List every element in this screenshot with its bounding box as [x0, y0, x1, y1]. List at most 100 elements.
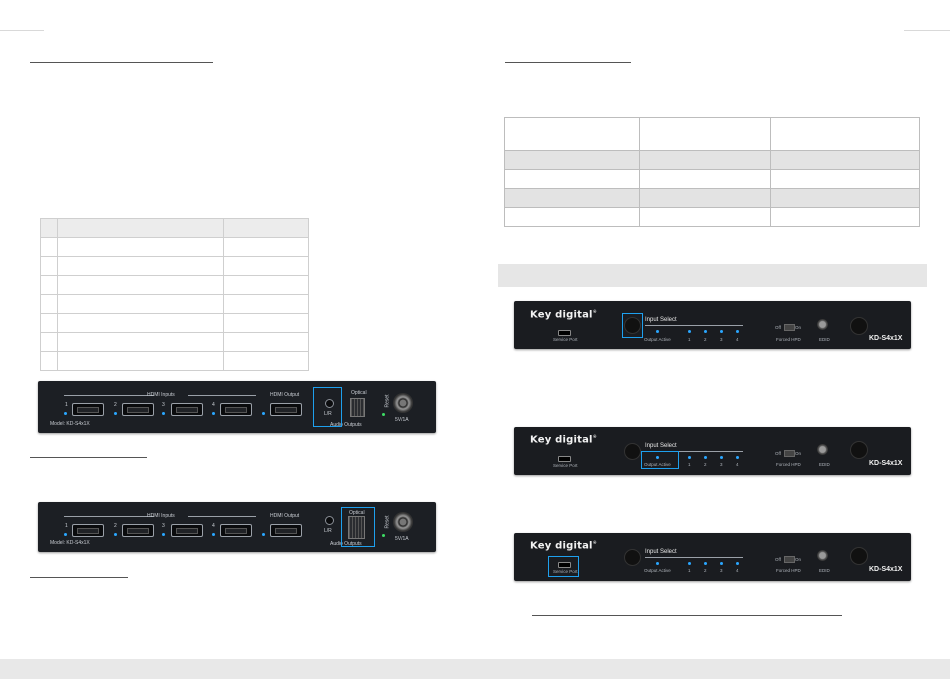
input-select-label: Input Select: [645, 317, 677, 323]
front-panel-input-select: Key digital® Service Port Input Select O…: [514, 301, 911, 349]
hdmi-inputs-label: HDMI Inputs: [147, 513, 175, 519]
lr-highlight-box: [313, 387, 342, 427]
input-number: 4: [212, 523, 215, 529]
model-label: KD-S4x1X: [869, 335, 903, 342]
hdmi-output-label: HDMI Output: [270, 392, 300, 398]
output-active-led: [656, 456, 659, 459]
input-led: [212, 533, 215, 536]
input-number: 2: [704, 337, 707, 342]
input-number: 4: [736, 337, 739, 342]
status-led: [382, 413, 385, 416]
input-select-label: Input Select: [645, 443, 677, 449]
input-led: [114, 412, 117, 415]
reset-label: Reset: [384, 515, 391, 529]
input-select-rule: [645, 557, 743, 558]
input-led: [704, 562, 707, 565]
input-led: [688, 330, 691, 333]
service-port: [558, 456, 571, 462]
table-row: [40, 332, 309, 352]
input-number: 3: [162, 402, 165, 408]
table-row: [504, 169, 920, 189]
top-rule-right: [904, 30, 950, 31]
model-label: Model: KD-S4x1X: [50, 540, 90, 546]
input-led: [704, 456, 707, 459]
input-select-button: [624, 443, 641, 460]
input-number: 1: [688, 462, 691, 467]
input-select-button: [624, 317, 641, 334]
input-number: 4: [736, 568, 739, 573]
hdmi-port: [72, 403, 104, 416]
input-number: 1: [688, 337, 691, 342]
input-led: [720, 456, 723, 459]
output-active-led: [656, 562, 659, 565]
input-number: 1: [65, 402, 68, 408]
table-row: [504, 117, 920, 151]
input-led: [212, 412, 215, 415]
service-port-highlight-box: [548, 556, 579, 577]
hdmi-output-port: [270, 403, 302, 416]
caption-underline: [532, 615, 842, 616]
power-label: 5V/1A: [395, 417, 409, 423]
optical-label: Optical: [351, 390, 367, 396]
rear-panel-lr: HDMI Inputs HDMI Output 1 2 3 4 L/R Opti…: [38, 381, 436, 433]
power-jack: [393, 512, 413, 532]
forced-hpd-switch: [784, 324, 795, 331]
optical-label: Optical: [349, 510, 365, 516]
reset-label: Reset: [384, 394, 391, 408]
audio-outputs-label: Audio Outputs: [330, 422, 362, 428]
output-active-led: [656, 330, 659, 333]
ir-window: [850, 317, 868, 335]
input-led: [736, 330, 739, 333]
section-heading-underline: [30, 457, 147, 458]
hdmi-inputs-label: HDMI Inputs: [147, 392, 175, 398]
ir-window: [850, 547, 868, 565]
output-active-label: Output Active: [644, 568, 671, 573]
input-led: [64, 412, 67, 415]
edid-knob: [817, 319, 828, 330]
off-label: Off: [775, 451, 781, 456]
model-label: KD-S4x1X: [869, 460, 903, 467]
hdmi-port: [171, 403, 203, 416]
table-row: [504, 150, 920, 170]
on-label: On: [795, 451, 802, 456]
on-label: On: [795, 325, 802, 330]
model-label: Model: KD-S4x1X: [50, 421, 90, 427]
hdmi-port: [171, 524, 203, 537]
forced-hpd-switch: [784, 450, 795, 457]
ir-window: [850, 441, 868, 459]
pin-table: [40, 218, 309, 371]
spec-table: [504, 117, 920, 227]
brand-logo: Key digital®: [530, 434, 597, 446]
input-led: [162, 412, 165, 415]
hdmi-inputs-rule: [64, 516, 154, 517]
input-number: 1: [688, 568, 691, 573]
front-panel-output-active: Key digital® Service Port Input Select O…: [514, 427, 911, 475]
section-heading-underline: [30, 62, 213, 63]
service-port: [558, 330, 571, 336]
off-label: Off: [775, 557, 781, 562]
brand-logo: Key digital®: [530, 309, 597, 321]
output-led: [262, 412, 265, 415]
input-led: [688, 562, 691, 565]
input-number: 2: [114, 523, 117, 529]
service-port-label: Service Port: [553, 463, 578, 468]
table-row: [40, 275, 309, 295]
off-label: Off: [775, 325, 781, 330]
table-row: [40, 294, 309, 314]
front-panel-service-port: Key digital® Service Port Input Select O…: [514, 533, 911, 581]
status-led: [382, 534, 385, 537]
output-active-label: Output Active: [644, 462, 671, 467]
input-number: 3: [720, 337, 723, 342]
table-row: [40, 218, 309, 238]
output-led: [262, 533, 265, 536]
optical-port: [348, 516, 365, 539]
hdmi-output-label: HDMI Output: [270, 513, 300, 519]
input-number: 1: [65, 523, 68, 529]
input-led: [736, 562, 739, 565]
hdmi-port: [122, 524, 154, 537]
input-led: [720, 562, 723, 565]
input-led: [114, 533, 117, 536]
optical-port: [350, 398, 365, 417]
input-number: 2: [704, 568, 707, 573]
input-select-rule: [645, 325, 743, 326]
